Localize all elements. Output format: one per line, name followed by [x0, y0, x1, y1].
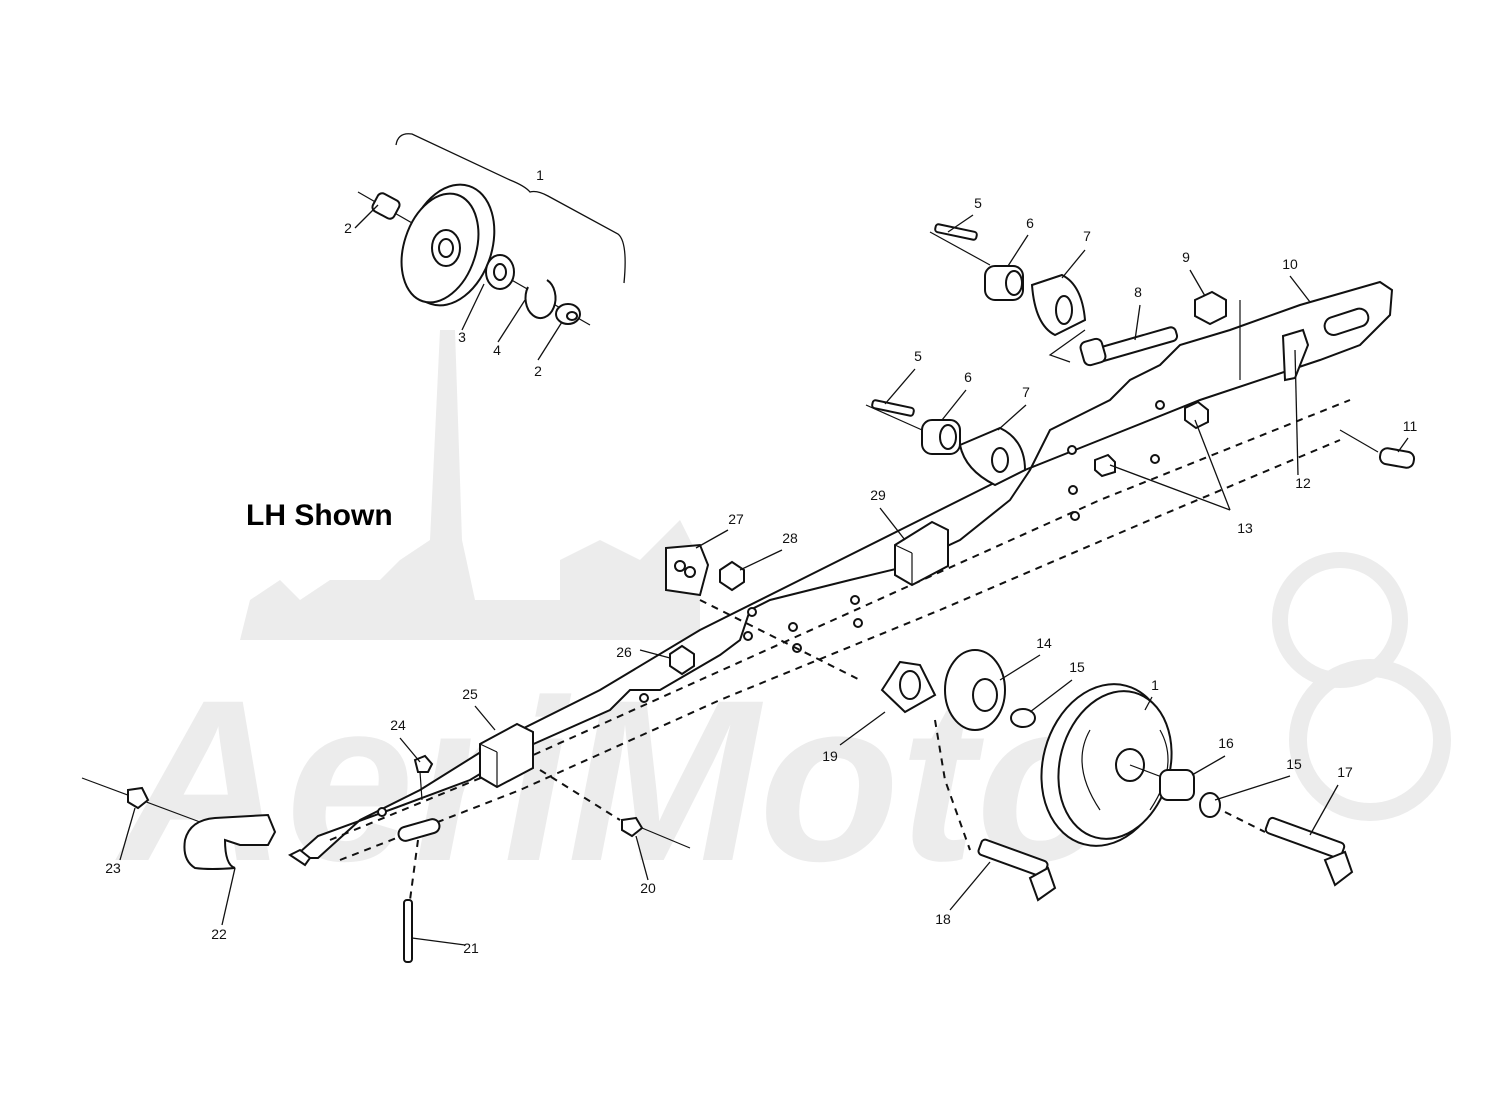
wear-block-25 [479, 722, 534, 789]
callout-c22: 22 [211, 926, 227, 942]
callout-c19: 19 [822, 748, 838, 764]
slide-rail [298, 280, 1394, 861]
callout-c24: 24 [390, 717, 406, 733]
callout-c17: 17 [1337, 764, 1353, 780]
callout-c18: 18 [935, 911, 951, 927]
callout-c1a: 1 [536, 167, 544, 183]
callout-c5b: 5 [914, 348, 922, 364]
callout-c1b: 1 [1151, 677, 1159, 693]
upper-mounts [865, 223, 1241, 487]
callout-c7a: 7 [1083, 228, 1091, 244]
callout-c6a: 6 [1026, 215, 1034, 231]
callout-c2b: 2 [534, 363, 542, 379]
callout-c7b: 7 [1022, 384, 1030, 400]
callout-c13: 13 [1237, 520, 1253, 536]
lower-idler-assembly [880, 649, 1354, 902]
view-label: LH Shown [246, 499, 393, 532]
top-wheel-assembly [357, 183, 591, 326]
callout-c16: 16 [1218, 735, 1234, 751]
callout-c10: 10 [1282, 256, 1298, 272]
callout-c28: 28 [782, 530, 798, 546]
callout-c12: 12 [1295, 475, 1311, 491]
callout-c15b: 15 [1286, 756, 1302, 772]
callout-c15a: 15 [1069, 659, 1085, 675]
callout-c26: 26 [616, 644, 632, 660]
callout-c14: 14 [1036, 635, 1052, 651]
callout-c6b: 6 [964, 369, 972, 385]
front-tip [81, 754, 691, 963]
callout-c29: 29 [870, 487, 886, 503]
callout-c8: 8 [1134, 284, 1142, 300]
callout-c27: 27 [728, 511, 744, 527]
callout-c11: 11 [1403, 418, 1418, 434]
callout-c4: 4 [493, 342, 501, 358]
leader-lines [119, 204, 1409, 946]
callout-c20: 20 [640, 880, 656, 896]
front-plate [665, 543, 861, 681]
callout-c2a: 2 [344, 220, 352, 236]
callout-c9: 9 [1182, 249, 1190, 265]
callout-c23: 23 [105, 860, 121, 876]
callout-c21: 21 [463, 940, 479, 956]
assembly-bracket [395, 133, 626, 284]
watermark: AeriMoto [115, 330, 1451, 909]
wear-block-29 [894, 520, 949, 587]
callout-c5a: 5 [974, 195, 982, 211]
callout-c3: 3 [458, 329, 466, 345]
callout-c25: 25 [462, 686, 478, 702]
